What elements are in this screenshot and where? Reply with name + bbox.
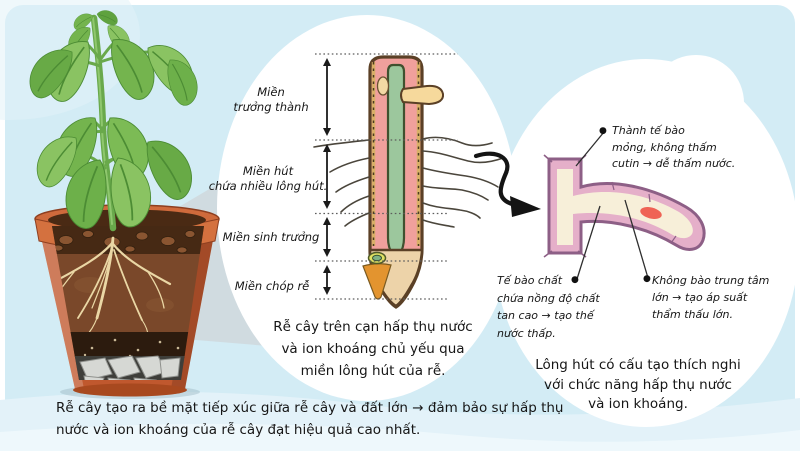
zone-label-line: Miền (257, 85, 285, 99)
bullet-icon: ● (599, 126, 607, 136)
vacuole-label-line: thẩm thấu lớn. (652, 308, 733, 321)
caption-line: và ion khoáng chủ yếu qua (281, 341, 465, 357)
cell-wall-label-line: Thành tế bào (612, 124, 685, 137)
vacuole-label: Không bào trung tâm lớn → tạo áp suất th… (652, 272, 778, 323)
root-hairs (313, 136, 504, 228)
footer-caption: Rễ cây tạo ra bề mặt tiếp xúc giữa rễ câ… (56, 398, 596, 441)
zone-label-growth: Miền sinh trưởng (216, 230, 326, 245)
cell-vacuole (557, 169, 693, 245)
cell-nucleus-patch (640, 207, 662, 219)
bullet-icon: ● (571, 275, 579, 285)
footer-line: nước và ion khoáng của rễ cây đạt hiệu q… (56, 421, 421, 438)
root-longitudinal-diagram (313, 55, 504, 309)
cell-wall-label: Thành tế bào mỏng, không thấm cutin → dễ… (612, 123, 754, 173)
magnify-curved-arrow (473, 151, 541, 217)
drainage-stones (79, 355, 181, 380)
cell-wall-label-line: mỏng, không thấm (612, 140, 717, 154)
zone-boundary-lines (315, 53, 458, 300)
cytoplasm-label-line: Tế bào chất (497, 274, 563, 287)
zone-label-maturation: Miền trưởng thành (216, 85, 326, 115)
caption-line: Lông hút có cấu tạo thích nghi (535, 357, 741, 373)
vacuole-label-line: lớn → tạo áp suất (652, 291, 748, 304)
label-connectors (575, 131, 649, 280)
footer-line: Rễ cây tạo ra bề mặt tiếp xúc giữa rễ câ… (56, 400, 564, 416)
zone-label-absorption: Miền hút chứa nhiều lông hút. (206, 164, 330, 194)
cytoplasm-label-line: tan cao → tạo thế (497, 309, 594, 322)
caption-line: Rễ cây trên cạn hấp thụ nước (273, 319, 473, 335)
caption-line: với chức năng hấp thụ nước (544, 376, 732, 393)
zone-label-line: Miền chóp rễ (234, 279, 310, 293)
lateral-root (400, 84, 445, 106)
root-diagram-caption: Rễ cây trên cạn hấp thụ nước và ion khoá… (262, 316, 484, 382)
callout-blobs (217, 15, 799, 427)
zone-label-line: chứa nhiều lông hút. (208, 179, 328, 193)
zone-label-line: Miền sinh trưởng (222, 230, 320, 244)
vacuole-label-line: Không bào trung tâm (652, 274, 770, 287)
cytoplasm-label-line: chứa nồng độ chất (497, 291, 600, 305)
zone-label-line: trưởng thành (233, 100, 309, 114)
cell-wall-label-line: cutin → dễ thấm nước. (612, 157, 736, 170)
caption-line: miền lông hút của rễ. (300, 363, 446, 379)
soil-cross-section (52, 226, 204, 380)
potted-plant-illustration (28, 5, 220, 399)
cytoplasm-label-line: nước thấp. (497, 326, 556, 340)
root-hair-caption: Lông hút có cấu tạo thích nghi với chức … (512, 356, 764, 415)
bullet-icon: ● (643, 274, 651, 284)
cytoplasm-label: Tế bào chất chứa nồng độ chất tan cao → … (497, 272, 601, 342)
zone-label-root-cap: Miền chóp rễ (220, 279, 324, 294)
zone-measure-arrows (323, 58, 331, 295)
apical-meristem-cone (362, 263, 392, 300)
zone-label-line: Miền hút (242, 164, 294, 178)
caption-line: và ion khoáng. (588, 396, 688, 412)
